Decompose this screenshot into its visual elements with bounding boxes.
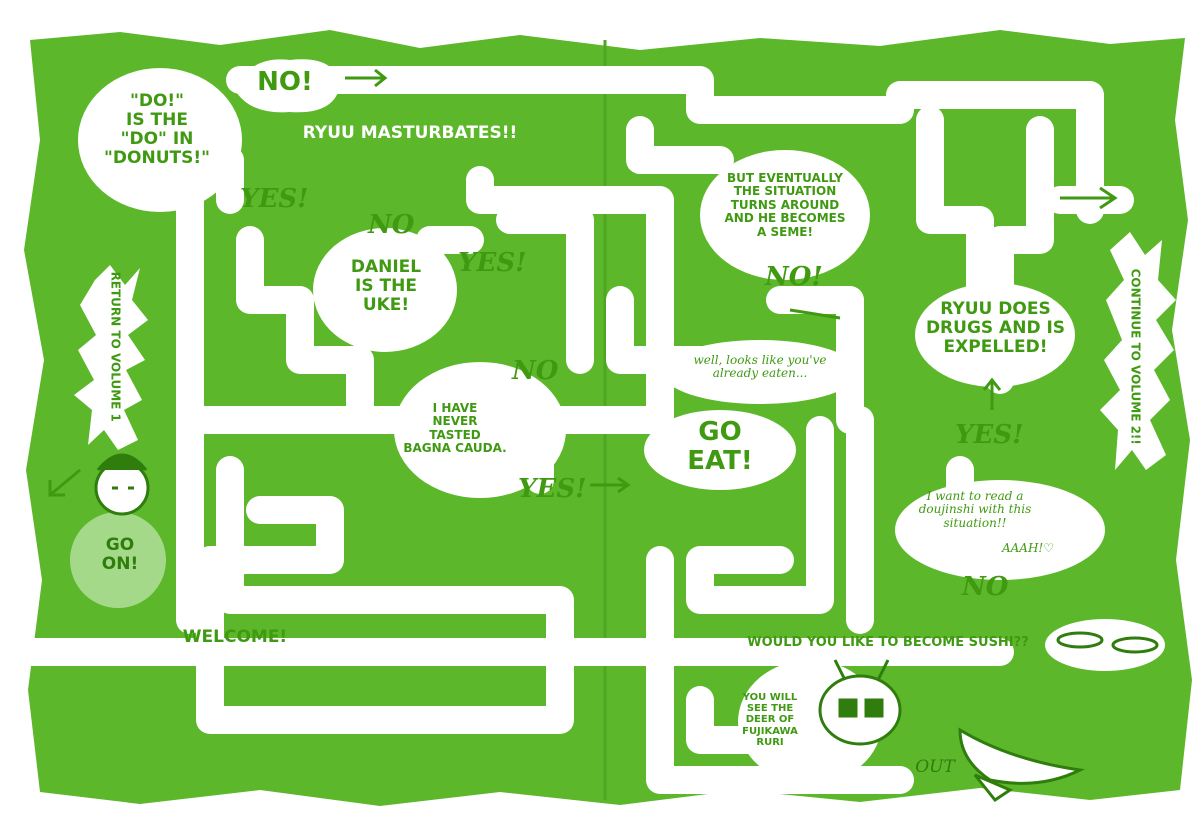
- label-no-4: NO: [962, 572, 1009, 602]
- bubble-drugs: [915, 283, 1075, 387]
- sushi-plates-icon: [1056, 631, 1159, 654]
- label-go-eat: GO EAT!: [687, 417, 753, 477]
- bubble-return: [74, 265, 148, 450]
- banana-icon: [958, 727, 1085, 803]
- label-go-on: GO ON!: [101, 535, 139, 575]
- bubble-go-eat: [644, 410, 796, 490]
- label-do-donuts: "DO!" IS THE "DO" IN "DONUTS!": [104, 91, 210, 169]
- label-return-volume-1: RETURN TO VOLUME 1: [108, 271, 123, 422]
- label-yes-4: YES!: [955, 420, 1024, 450]
- label-bagna: I HAVE NEVER TASTED BAGNA CAUDA.: [403, 401, 507, 456]
- deer-icon: [818, 659, 902, 746]
- bubble-bagna: [394, 362, 566, 498]
- label-deer: YOU WILL SEE THE DEER OF FUJIKAWA RURI: [742, 692, 798, 748]
- label-masturbates: RYUU MASTURBATES!!: [302, 123, 518, 143]
- label-no-2: NO!: [765, 262, 823, 292]
- go-on-circle: [70, 512, 166, 608]
- bubble-continue: [1100, 232, 1176, 470]
- speech-bubbles: [74, 59, 1176, 784]
- label-welcome: WELCOME!: [182, 627, 288, 647]
- label-drugs: RYUU DOES DRUGS AND IS EXPELLED!: [925, 299, 1066, 358]
- label-sushi: WOULD YOU LIKE TO BECOME SUSHI??: [747, 635, 1029, 650]
- label-already-eaten: well, looks like you've already eaten...: [693, 353, 827, 381]
- label-yes-2: YES!: [458, 248, 527, 278]
- label-eventually: BUT EVENTUALLY THE SITUATION TURNS AROUN…: [724, 171, 846, 239]
- label-continue-volume-2: CONTINUE TO VOLUME 2!!: [1128, 268, 1143, 445]
- label-no-3: NO: [512, 356, 559, 386]
- label-aaah: AAAH!♡: [1001, 541, 1055, 555]
- label-yes-1: YES!: [240, 184, 309, 214]
- label-no-top: NO!: [257, 67, 313, 97]
- label-doujinshi: I want to read a doujinshi with this sit…: [918, 489, 1032, 530]
- label-out: OUT: [915, 757, 955, 777]
- bubble-daniel-uke: [313, 228, 457, 352]
- label-daniel-uke: DANIEL IS THE UKE!: [350, 257, 422, 316]
- bubble-eventually: [700, 150, 870, 280]
- label-no-1: NO: [368, 210, 415, 240]
- bubble-no-top: [235, 59, 340, 113]
- bubble-already-eaten: [662, 340, 858, 404]
- direction-arrows: [48, 68, 1118, 497]
- bubble-do-donuts: [78, 68, 242, 212]
- label-yes-3: YES!: [518, 474, 587, 504]
- character-icon: [94, 453, 150, 516]
- bubble-aaah: [992, 530, 1064, 570]
